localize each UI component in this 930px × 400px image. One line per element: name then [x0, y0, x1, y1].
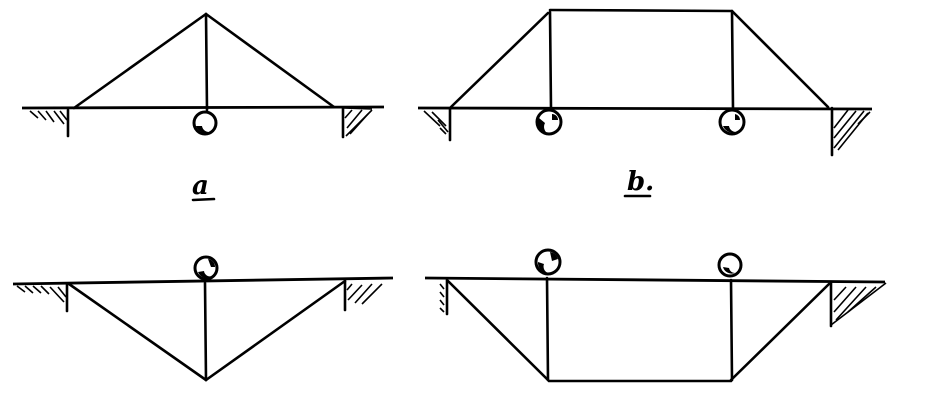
king-post: [204, 12, 209, 112]
panel-label-b: b.: [627, 167, 654, 197]
right-queen-post: [729, 278, 734, 382]
deck-beam: [12, 276, 394, 286]
right-abutment-icon: [341, 106, 373, 139]
left-diagonal: [67, 282, 208, 382]
right-diagonal: [204, 12, 336, 109]
left-abutment-icon: [29, 108, 70, 138]
panel-d-inverted-queen-post-truss: [424, 248, 887, 383]
left-abutment-icon: [16, 282, 69, 313]
right-abutment-icon: [829, 281, 887, 328]
roller-support-icon: [192, 110, 218, 136]
right-abutment-icon: [343, 279, 383, 312]
left-diagonal: [446, 279, 550, 382]
roller-support-right-icon: [718, 108, 746, 136]
right-diagonal: [729, 282, 831, 382]
left-abutment-icon: [439, 278, 449, 316]
right-diagonal: [730, 9, 830, 109]
panel-label-a: a: [192, 171, 209, 201]
right-queen-post: [730, 9, 735, 111]
panel-b-queen-post-truss: b.: [417, 8, 873, 198]
deck-beam: [424, 276, 886, 284]
deck-beam: [417, 106, 873, 111]
roller-load-icon: [193, 255, 219, 281]
panel-c-inverted-king-post-truss: [12, 255, 394, 382]
king-post: [203, 281, 208, 382]
right-diagonal: [204, 279, 347, 382]
roller-load-left-icon: [534, 248, 562, 276]
left-abutment-icon: [423, 106, 452, 142]
panel-a-king-post-truss: a: [21, 12, 385, 202]
deck-beam: [21, 105, 385, 110]
label-underline: [191, 197, 216, 202]
left-queen-post: [548, 10, 553, 111]
left-queen-post: [545, 276, 550, 382]
top-chord: [548, 8, 733, 13]
left-diagonal: [72, 12, 208, 110]
roller-support-left-icon: [535, 108, 563, 136]
right-abutment-icon: [830, 106, 871, 157]
left-diagonal: [449, 11, 550, 109]
roller-load-right-icon: [717, 252, 743, 278]
